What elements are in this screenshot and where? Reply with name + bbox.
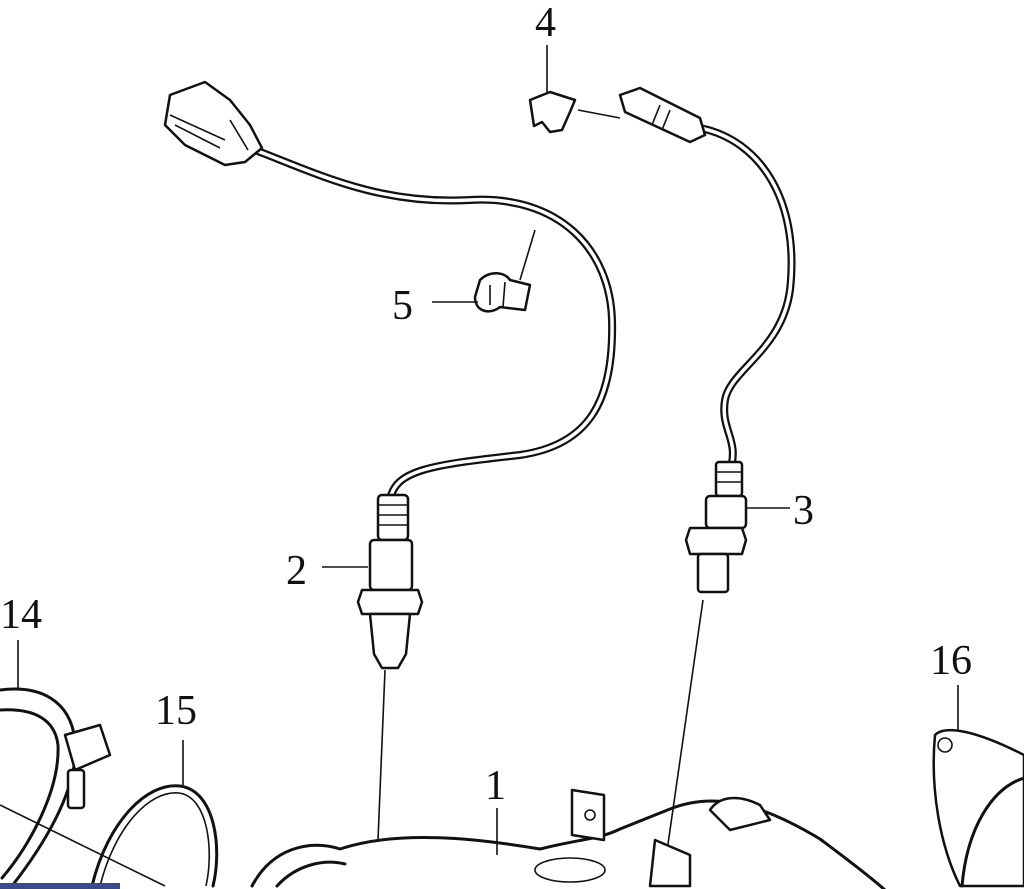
callout-1: 1 — [485, 763, 506, 809]
gasket-ring — [90, 784, 219, 888]
oxygen-sensor-rear — [618, 86, 796, 594]
callout-4: 4 — [535, 0, 556, 46]
exhaust-manifold — [250, 788, 887, 889]
callout-3: 3 — [793, 488, 814, 534]
flange-gasket — [932, 728, 1024, 888]
callout-14: 14 — [0, 592, 42, 638]
clamp — [0, 687, 112, 888]
leader-lines — [0, 45, 959, 887]
cable-clip — [473, 272, 532, 313]
callout-16: 16 — [930, 638, 972, 684]
bottom-edge-marker — [0, 883, 120, 889]
callout-15: 15 — [155, 688, 197, 734]
retaining-clip — [528, 90, 577, 134]
callout-2: 2 — [286, 548, 307, 594]
oxygen-sensor-front — [163, 80, 617, 670]
callout-5: 5 — [392, 283, 413, 329]
